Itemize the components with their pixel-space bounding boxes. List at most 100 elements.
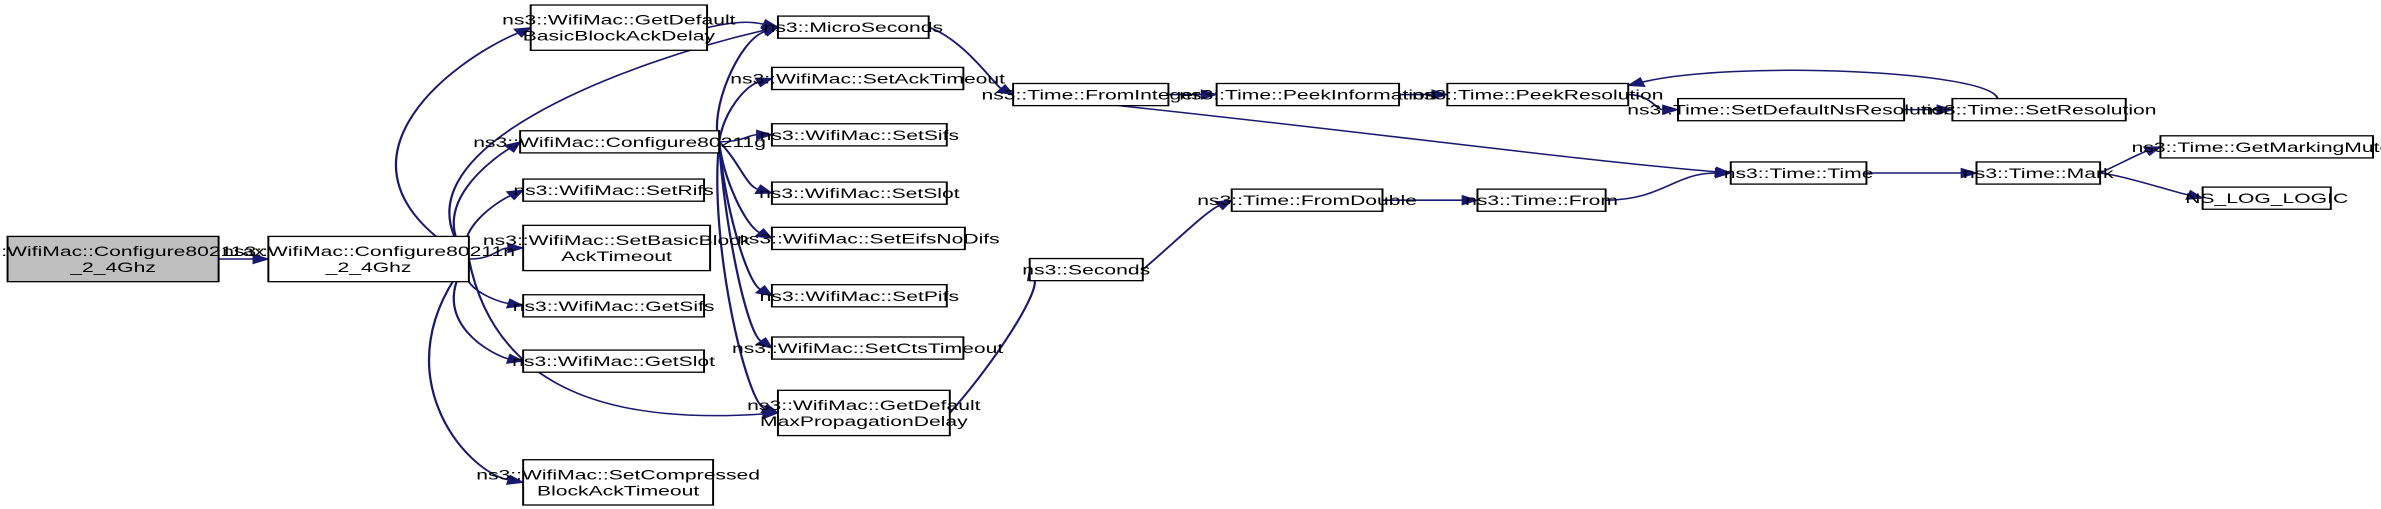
node-box: [1446, 82, 1630, 107]
node-setsifs[interactable]: ns3::WifiMac::SetSifs: [760, 123, 959, 147]
arrowhead-c11n-to-getslot: [505, 353, 525, 364]
node-micro[interactable]: ns3::MicroSeconds: [764, 15, 943, 39]
node-from[interactable]: ns3::Time::From: [1465, 188, 1618, 212]
node-box: [1215, 82, 1401, 107]
node-label: ns3::Time::FromInteger: [982, 87, 1201, 103]
node-box: [1677, 97, 1906, 122]
arrowhead-micro-to-fromint: [995, 83, 1015, 96]
node-gdbad[interactable]: ns3::WifiMac::GetDefaultBasicBlockAckDel…: [502, 4, 736, 51]
node-getsifs[interactable]: ns3::WifiMac::GetSifs: [513, 294, 715, 318]
node-label: ns3::WifiMac::SetSlot: [759, 186, 960, 202]
node-setslot[interactable]: ns3::WifiMac::SetSlot: [759, 181, 960, 205]
node-box: [770, 336, 965, 360]
edge-micro-to-fromint: [928, 26, 1002, 90]
node-box: [770, 181, 948, 205]
node-fromint[interactable]: ns3::Time::FromInteger: [982, 82, 1201, 107]
node-nslog[interactable]: NS_LOG_LOGIC: [2185, 186, 2348, 210]
arrowhead-time-to-mark: [1960, 167, 1979, 179]
node-box: [522, 349, 706, 373]
node-label: ns3::Time::SetDefaultNsResolution: [1627, 102, 1955, 118]
node-box: [2159, 135, 2374, 159]
node-peekres[interactable]: ns3::Time::PeekResolution: [1412, 82, 1663, 107]
arrowhead-peekinfo-to-peekres: [1431, 89, 1450, 100]
node-setack[interactable]: ns3::WifiMac::SetAckTimeout: [730, 66, 1005, 91]
arrowhead-c11g-to-gdmpd: [760, 403, 780, 414]
arrowhead-fromdbl-to-from: [1461, 194, 1480, 206]
arrowhead-fromint-to-peekinfo: [1200, 89, 1219, 100]
arrowhead-setres-to-peekres: [1626, 76, 1646, 87]
node-time[interactable]: ns3::Time::Time: [1724, 161, 1874, 185]
node-box: [2201, 186, 2332, 210]
node-label: NS_LOG_LOGIC: [2185, 191, 2348, 207]
node-seconds[interactable]: ns3::Seconds: [1022, 257, 1150, 282]
edge-c11n-to-gdbad: [394, 32, 519, 260]
edge-c11g-to-setslot: [718, 141, 759, 191]
node-setres[interactable]: ns3::Time::SetResolution: [1922, 97, 2157, 122]
node-box: [522, 224, 712, 272]
node-setdefns[interactable]: ns3::Time::SetDefaultNsResolution: [1627, 97, 1955, 122]
node-label: ns3::WifiMac::SetCtsTimeout: [732, 341, 1003, 357]
arrowhead-c11n-to-setbbat: [507, 242, 525, 254]
node-box: [267, 235, 470, 283]
node-box: [770, 284, 948, 308]
arrowhead-root-to-c11n: [252, 253, 271, 265]
edge-c11n-to-setcbat: [427, 258, 509, 481]
node-label: ns3::MicroSeconds: [764, 20, 943, 36]
arrowhead-c11g-to-micro: [760, 26, 780, 37]
arrowhead-c11n-to-setcbat: [505, 474, 525, 485]
node-label: ns3::Time::PeekInformation: [1179, 87, 1436, 103]
node-box: [776, 15, 930, 39]
edge-setres-to-peekres: [1642, 69, 1999, 99]
node-setcbat[interactable]: ns3::WifiMac::SetCompressedBlockAckTimeo…: [476, 459, 760, 506]
node-label: AckTimeout: [561, 248, 672, 264]
node-getmut[interactable]: ns3::Time::GetMarkingMutex: [2132, 135, 2381, 159]
node-label: _2_4Ghz: [69, 260, 156, 276]
node-getslot[interactable]: ns3::WifiMac::GetSlot: [512, 349, 715, 373]
arrowhead-c11n-to-c11g: [503, 141, 522, 153]
node-label: ns3::WifiMac::GetDefault: [747, 397, 980, 413]
edge-c11g-to-setack: [718, 81, 759, 142]
node-peekinfo[interactable]: ns3::Time::PeekInformation: [1179, 82, 1436, 107]
node-box: [6, 235, 220, 283]
node-c11n[interactable]: ns3::WifiMac::Configure80211n_2_4Ghz: [222, 235, 515, 283]
node-gdmpd[interactable]: ns3::WifiMac::GetDefaultMaxPropagationDe…: [747, 389, 981, 437]
node-label: ns3::WifiMac::SetSifs: [760, 127, 959, 143]
arrowhead-c11g-to-setack: [754, 77, 774, 88]
node-setpifs[interactable]: ns3::WifiMac::SetPifs: [760, 284, 959, 308]
node-label: ns3::WifiMac::Configure80211n: [222, 243, 515, 259]
arrowhead-c11g-to-seteifs: [754, 227, 774, 240]
node-box: [770, 226, 966, 251]
edge-c11g-to-setsifs: [719, 134, 757, 143]
node-box: [1028, 257, 1144, 282]
node-label: ns3::WifiMac::SetRifs: [513, 183, 714, 199]
node-label: ns3::WifiMac::SetBasicBlock: [483, 232, 750, 248]
node-label: ns3::Seconds: [1022, 262, 1150, 278]
arrowhead-from-to-time: [1714, 167, 1733, 179]
node-fromdbl[interactable]: ns3::Time::FromDouble: [1197, 188, 1417, 212]
node-root[interactable]: ns3::WifiMac::Configure80211ax_2_4Ghz: [0, 235, 265, 283]
node-setcts[interactable]: ns3::WifiMac::SetCtsTimeout: [732, 336, 1003, 360]
node-label: ns3::WifiMac::GetSifs: [513, 298, 715, 314]
nodes-layer: ns3::WifiMac::Configure80211ax_2_4Ghzns3…: [0, 4, 2381, 506]
node-box: [519, 130, 721, 154]
edge-c11g-to-micro: [715, 30, 766, 143]
node-label: ns3::Time::FromDouble: [1197, 193, 1417, 209]
node-box: [1476, 188, 1607, 212]
arrowhead-setdefns-to-setres: [1936, 104, 1955, 115]
node-label: ns3::WifiMac::Configure80211g: [473, 134, 766, 150]
node-box: [1230, 188, 1384, 212]
node-seteifs[interactable]: ns3::WifiMac::SetEifsNoDifs: [737, 226, 1000, 251]
edges-layer: [218, 18, 2205, 485]
node-label: BasicBlockAckDelay: [523, 28, 715, 44]
edge-gdbad-to-micro: [706, 21, 764, 29]
node-box: [522, 294, 706, 318]
edge-fromint-to-time: [1118, 104, 1716, 173]
node-c11g[interactable]: ns3::WifiMac::Configure80211g: [473, 130, 766, 154]
node-label: ns3::WifiMac::GetSlot: [512, 354, 715, 370]
node-setrifs[interactable]: ns3::WifiMac::SetRifs: [513, 178, 714, 202]
edge-c11g-to-gdmpd: [716, 141, 766, 410]
node-mark[interactable]: ns3::Time::Mark: [1963, 161, 2114, 185]
node-box: [1951, 97, 2127, 122]
